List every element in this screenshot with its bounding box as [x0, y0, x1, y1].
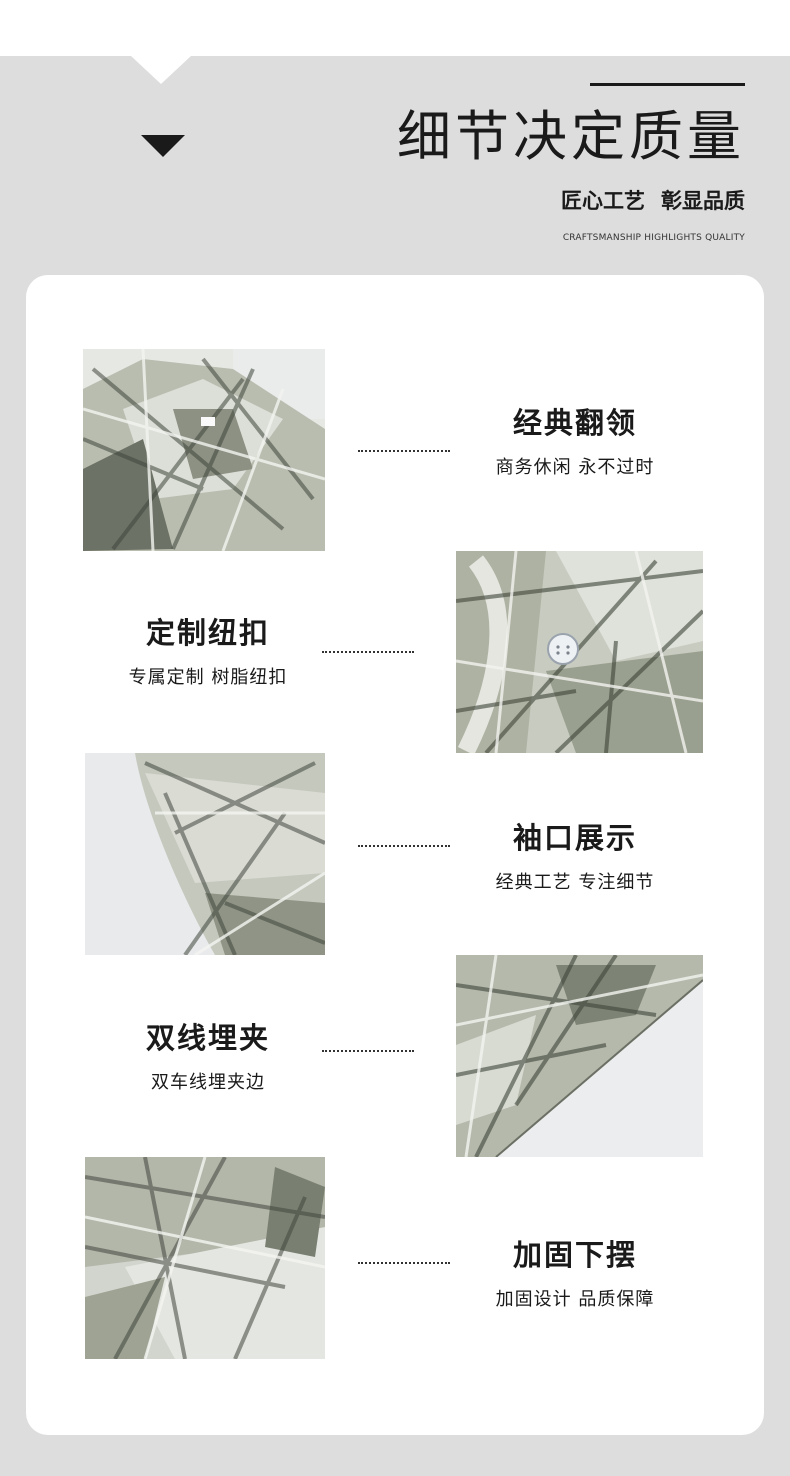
subtitle-right: 彰显品质 — [661, 189, 745, 213]
side-seam-photo — [456, 955, 703, 1157]
dotted-connector — [322, 651, 414, 653]
feature-title: 经典翻领 — [512, 406, 637, 440]
dotted-connector — [358, 845, 450, 847]
subtitle-left: 匠心工艺 — [561, 189, 645, 213]
page-subtitle-english: CRAFTSMANSHIP HIGHLIGHTS QUALITY — [562, 233, 745, 243]
feature-title: 双线埋夹 — [145, 1021, 270, 1055]
dotted-connector — [322, 1050, 414, 1052]
collar-photo — [83, 349, 325, 551]
top-notch — [131, 56, 191, 84]
hem-photo — [85, 1157, 325, 1359]
feature-title: 袖口展示 — [512, 821, 637, 855]
page-subtitle: 匠心工艺彰显品质 — [561, 185, 745, 215]
feature-subtitle: 加固设计 品质保障 — [495, 1289, 655, 1310]
feature-subtitle: 专属定制 树脂纽扣 — [128, 667, 288, 688]
feature-title: 定制纽扣 — [145, 616, 270, 650]
feature-title: 加固下摆 — [512, 1238, 637, 1272]
button-photo — [456, 551, 703, 753]
page-title: 细节决定质量 — [397, 105, 745, 168]
dotted-connector — [358, 1262, 450, 1264]
feature-subtitle: 双车线埋夹边 — [151, 1072, 265, 1093]
feature-subtitle: 经典工艺 专注细节 — [495, 872, 655, 893]
triangle-down-icon — [141, 135, 185, 157]
title-accent-line — [590, 83, 745, 86]
feature-subtitle: 商务休闲 永不过时 — [495, 457, 655, 478]
dotted-connector — [358, 450, 450, 452]
cuff-photo — [85, 753, 325, 955]
